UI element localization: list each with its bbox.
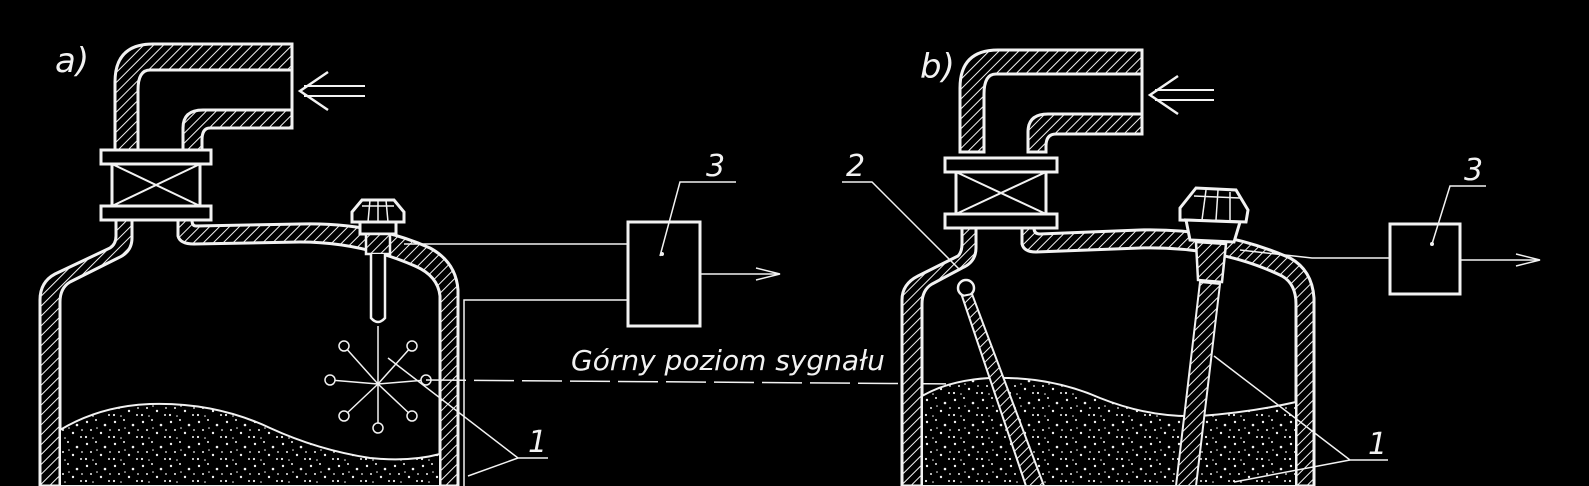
rod-sensor-b — [1174, 186, 1250, 486]
control-unit-a-label: 3 — [706, 149, 725, 184]
inlet-pipe-a — [113, 42, 294, 152]
granular-material-a — [59, 402, 441, 486]
control-unit-a — [626, 220, 702, 328]
panel-a-letter: a) — [55, 41, 89, 81]
control-unit-b-label: 3 — [1464, 153, 1483, 188]
signal-level-label: Górny poziom sygnału — [571, 344, 885, 377]
flanged-valve-b — [943, 156, 1059, 230]
inlet-arrow-a — [297, 70, 365, 112]
panel-b: b) 2 3 1 — [842, 47, 1541, 486]
hanger-b — [956, 278, 1046, 486]
inlet-pipe-b — [958, 48, 1144, 154]
paddle-sensor-a — [350, 198, 406, 360]
flanged-valve-a — [99, 148, 213, 222]
panel-b-letter: b) — [920, 47, 955, 87]
sensor-b-label: 1 — [1368, 427, 1387, 462]
inlet-arrow-b — [1147, 74, 1214, 116]
silo-wall-a — [38, 218, 134, 486]
control-unit-b — [1388, 222, 1462, 296]
sensor-a-label: 1 — [528, 425, 547, 460]
signal-level-line — [425, 379, 961, 385]
output-arrow-a — [700, 267, 781, 281]
output-arrow-b — [1460, 253, 1541, 267]
silo-wall-b — [900, 226, 978, 486]
hanger-b-label: 2 — [846, 149, 865, 184]
panel-a: a) 3 1 — [38, 41, 781, 486]
granular-material-b — [921, 376, 1297, 486]
